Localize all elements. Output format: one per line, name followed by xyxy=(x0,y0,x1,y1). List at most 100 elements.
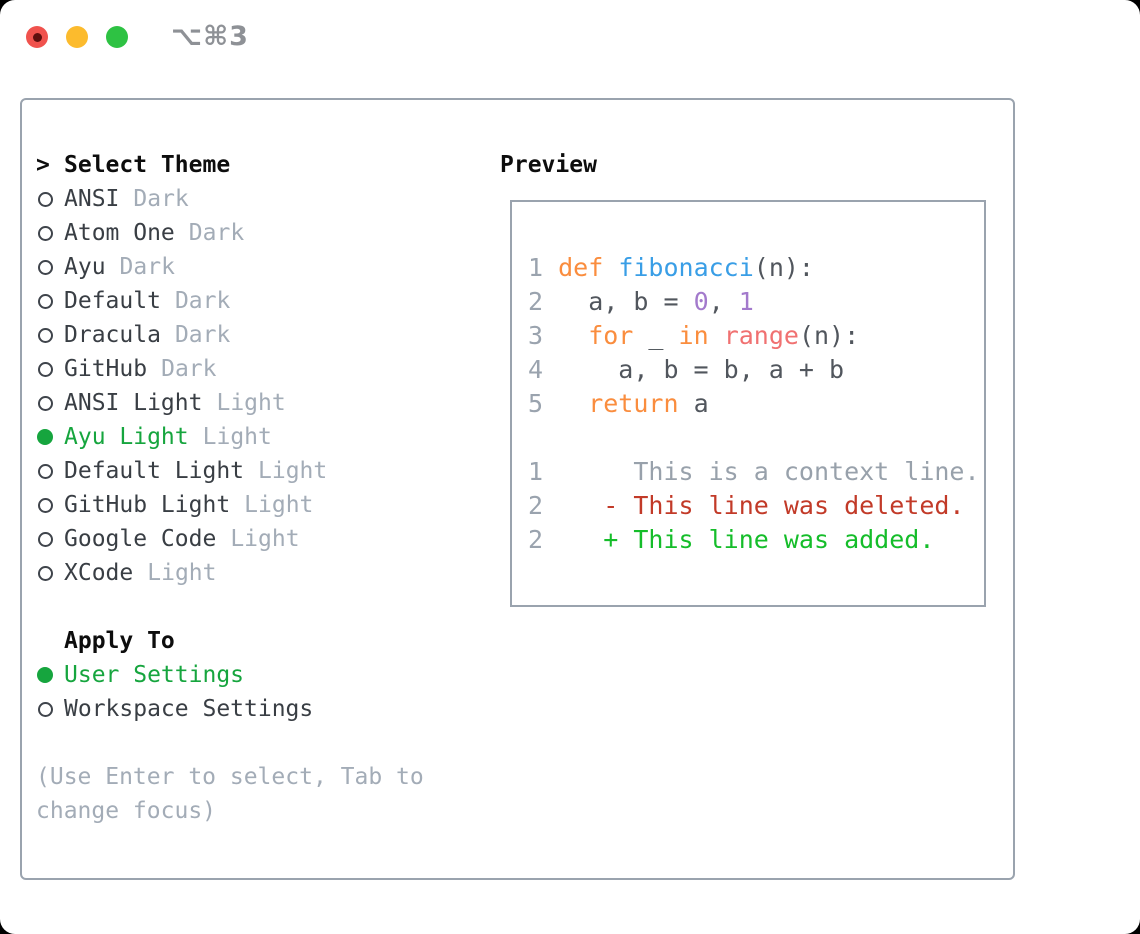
line-number: 2 xyxy=(528,287,544,316)
token-builtin: range xyxy=(723,321,799,350)
theme-option-xcode[interactable]: XCode Light xyxy=(36,556,496,590)
line-number: 2 xyxy=(528,491,544,520)
radio-cell xyxy=(36,191,64,207)
radio-cell xyxy=(36,259,64,275)
preview-line-diff-deleted: 2 - This line was deleted. xyxy=(528,489,984,523)
theme-variant-tag: Light xyxy=(230,526,300,552)
option-label: Ayu Light xyxy=(64,424,189,450)
theme-option-ansi-light[interactable]: ANSI Light Light xyxy=(36,386,496,420)
spacer xyxy=(36,590,496,624)
select-theme-header: > Select Theme xyxy=(36,148,496,182)
theme-option-default-light[interactable]: Default Light Light xyxy=(36,454,496,488)
theme-variant-tag: Dark xyxy=(188,220,245,246)
radio-cell xyxy=(36,327,64,343)
option-label: Ayu xyxy=(64,254,106,280)
radio-cell xyxy=(36,565,64,581)
radio-cell xyxy=(36,667,64,683)
token-added: + This line was added. xyxy=(558,525,935,554)
option-label: ANSI xyxy=(64,186,120,212)
option-label: Default xyxy=(64,288,161,314)
preview-line-code: 5 return a xyxy=(528,387,984,421)
theme-variant-tag: Dark xyxy=(174,288,231,314)
radio-icon xyxy=(38,497,53,513)
line-number: 4 xyxy=(528,355,544,384)
theme-variant-tag: Dark xyxy=(133,186,189,212)
theme-variant-tag: Dark xyxy=(119,254,175,280)
apply-to-header: Apply To xyxy=(36,624,496,658)
theme-option-ayu[interactable]: Ayu Dark xyxy=(36,250,496,284)
apply-option-workspace-settings[interactable]: Workspace Settings xyxy=(36,692,496,726)
preview-line-code: 3 for _ in range(n): xyxy=(528,319,984,353)
token-plain: a, b = b, a + b xyxy=(558,355,845,384)
token-deleted: - This line was deleted. xyxy=(558,491,965,520)
close-dot-icon xyxy=(32,32,42,42)
radio-cell xyxy=(36,701,64,717)
radio-selected-icon xyxy=(37,429,53,445)
option-label: GitHub xyxy=(64,356,148,382)
theme-variant-tag: Light xyxy=(244,492,314,518)
line-number: 1 xyxy=(528,457,544,486)
radio-cell xyxy=(36,463,64,479)
preview-line-code: 4 a, b = b, a + b xyxy=(528,353,984,387)
theme-variant-tag: Light xyxy=(147,560,217,586)
theme-variant-tag: Light xyxy=(216,390,286,416)
radio-cell xyxy=(36,225,64,241)
apply-to-title: Apply To xyxy=(64,628,175,654)
token-keyword: in xyxy=(678,321,709,350)
radio-icon xyxy=(38,395,53,411)
radio-icon xyxy=(38,293,53,309)
radio-icon xyxy=(38,463,53,479)
theme-option-github[interactable]: GitHub Dark xyxy=(36,352,496,386)
theme-variant-tag: Light xyxy=(258,458,328,484)
option-label: ANSI Light xyxy=(64,390,203,416)
preview-line-code: 2 a, b = 0, 1 xyxy=(528,285,984,319)
radio-icon xyxy=(38,565,53,581)
token-function: fibonacci xyxy=(618,253,754,282)
token-plain: , xyxy=(708,287,739,316)
radio-icon xyxy=(38,531,53,547)
option-label: User Settings xyxy=(64,662,245,688)
theme-variant-tag: Dark xyxy=(174,322,231,348)
theme-variant-tag: Dark xyxy=(161,356,217,382)
option-label: Default Light xyxy=(64,458,245,484)
theme-option-google-code[interactable]: Google Code Light xyxy=(36,522,496,556)
token-keyword: def xyxy=(558,253,604,282)
minimize-button[interactable] xyxy=(66,26,88,48)
select-theme-title: Select Theme xyxy=(64,152,231,178)
help-text: (Use Enter to select, Tab to change focu… xyxy=(36,764,424,824)
radio-icon xyxy=(38,361,53,377)
radio-icon xyxy=(38,259,53,275)
token-keyword: for xyxy=(588,321,634,350)
option-label: XCode xyxy=(64,560,134,586)
token-plain: a, b = xyxy=(558,287,694,316)
theme-option-ansi[interactable]: ANSI Dark xyxy=(36,182,496,216)
apply-option-user-settings[interactable]: User Settings xyxy=(36,658,496,692)
radio-cell xyxy=(36,293,64,309)
token-number: 1 xyxy=(738,287,754,316)
token-plain xyxy=(709,321,724,350)
line-number: 1 xyxy=(528,253,544,282)
token-plain: (n): xyxy=(753,253,814,282)
token-plain xyxy=(558,321,588,350)
theme-option-default[interactable]: Default Dark xyxy=(36,284,496,318)
close-button[interactable] xyxy=(26,26,48,48)
token-plain xyxy=(558,389,588,418)
option-label: Atom One xyxy=(64,220,175,246)
radio-icon xyxy=(38,327,53,343)
theme-variant-tag: Light xyxy=(202,424,272,450)
zoom-button[interactable] xyxy=(106,26,128,48)
option-label: Google Code xyxy=(64,526,217,552)
theme-option-ayu-light[interactable]: Ayu Light Light xyxy=(36,420,496,454)
preview-line-diff-added: 2 + This line was added. xyxy=(528,523,984,557)
radio-icon xyxy=(38,701,53,717)
radio-icon xyxy=(38,191,53,207)
theme-option-atom-one[interactable]: Atom One Dark xyxy=(36,216,496,250)
radio-cell xyxy=(36,361,64,377)
